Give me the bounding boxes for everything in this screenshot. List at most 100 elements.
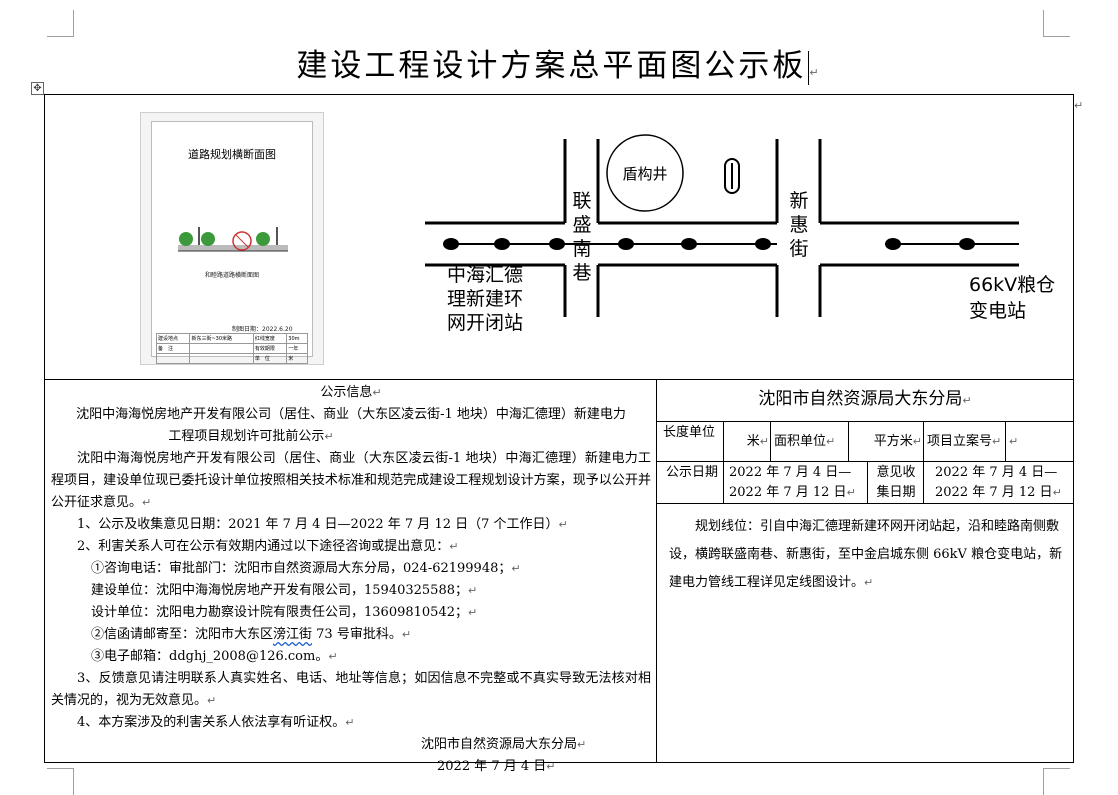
start-station-line: 中海汇德 xyxy=(447,264,523,286)
row-divider xyxy=(657,503,1073,504)
start-station-line: 理新建环 xyxy=(447,288,523,310)
notice-mail-suffix: 73 号审批科。 xyxy=(312,627,402,642)
feedback-date-cell[interactable]: 2022 年 7 月 4 日—2022 年 7 月 12 日↵ xyxy=(935,463,1071,503)
route-map: 盾构井 联 盛 南 巷 新 惠 街 中海汇德 理新建环 网开闭站 66kV粮仓 … xyxy=(425,134,1055,334)
notice-heading: 公示信息 xyxy=(320,385,373,400)
paragraph-mark-icon: ↵ xyxy=(345,716,355,729)
shield-shaft-label: 盾构井 xyxy=(622,165,667,183)
cross-section-info-table: 建设地点 新东三街~30米路 红线宽度 30m 备 注 有效期限 一年 单 位 … xyxy=(155,333,308,364)
table-row: 备 注 有效期限 一年 xyxy=(155,343,308,354)
paragraph-mark-icon: ↵ xyxy=(1052,486,1062,499)
table-move-handle-icon[interactable]: ✥ xyxy=(31,82,44,95)
area-unit-label: 面积单位 xyxy=(774,434,827,449)
row-divider xyxy=(657,461,1073,462)
notice-title-line2: 工程项目规划许可批前公示 xyxy=(168,429,325,444)
table-cell xyxy=(189,343,254,354)
end-station-line: 66kV粮仓 xyxy=(969,274,1055,296)
notice-mail: ②信函请邮寄至：沈阳市大东区滂江街 73 号审批科。 xyxy=(91,627,402,642)
column-divider xyxy=(848,421,849,461)
publicity-date-start: 2022 年 7 月 4 日— xyxy=(729,465,852,480)
table-cell: 有效期限 xyxy=(252,343,288,354)
feedback-date-start: 2022 年 7 月 4 日— xyxy=(935,465,1058,480)
paragraph-mark-icon: ↵ xyxy=(846,486,856,499)
page-title-line[interactable]: 建设工程设计方案总平面图公示板↵ xyxy=(0,40,1118,85)
feedback-date-label-cell[interactable]: 意见收集日期 xyxy=(871,463,921,503)
road-cross-section-drawing xyxy=(178,227,288,252)
project-no-cell[interactable]: ↵ xyxy=(1009,432,1069,452)
column-divider xyxy=(656,379,657,762)
notice-designer: 设计单位：沈阳电力勘察设计院有限责任公司，13609810542； xyxy=(91,605,468,620)
table-cell: 单 位 xyxy=(252,353,288,364)
publicity-date-label-cell[interactable]: 公示日期 xyxy=(663,463,721,483)
column-divider xyxy=(1005,421,1006,461)
org-name: 沈阳市自然资源局大东分局 xyxy=(758,389,963,409)
paragraph-mark-icon: ↵ xyxy=(577,738,587,751)
street2-char: 新 xyxy=(789,190,808,212)
table-row: 建设地点 新东三街~30米路 红线宽度 30m xyxy=(155,333,308,344)
street1-char: 盛 xyxy=(572,214,591,236)
table-cell: 红线宽度 xyxy=(252,333,288,344)
column-divider xyxy=(867,461,868,503)
project-no-label: 项目立案号 xyxy=(927,434,993,449)
length-unit-value: 米 xyxy=(746,434,760,449)
table-cell xyxy=(189,353,254,364)
paragraph-mark-icon: ↵ xyxy=(546,760,556,773)
row-divider xyxy=(45,379,1073,380)
notice-builder: 建设单位：沈阳中海海悦房地产开发有限公司，15940325588； xyxy=(91,583,468,598)
paragraph-mark-icon: ↵ xyxy=(1009,435,1019,448)
street1-char: 联 xyxy=(572,190,591,212)
length-unit-label-cell[interactable]: 长度单位 xyxy=(663,423,721,443)
end-station-label: 66kV粮仓 变电站 xyxy=(969,274,1055,322)
street2-char: 街 xyxy=(789,238,808,260)
notice-title-line1: 沈阳中海海悦房地产开发有限公司（居住、商业（大东区凌云街-1 地块）中海汇德理）… xyxy=(76,407,626,422)
cross-section-date: 制图日期：2022.6.20 xyxy=(232,326,293,333)
notice-item-1: 1、公示及收集意见日期：2021 年 7 月 4 日—2022 年 7 月 12… xyxy=(77,517,559,532)
feedback-date-label: 意见收集日期 xyxy=(876,465,916,500)
paragraph-mark-icon: ↵ xyxy=(328,650,338,663)
street2-label: 新 惠 街 xyxy=(789,190,808,260)
route-description-cell[interactable]: 规划线位：引自中海汇德理新建环网开闭站起，沿和睦路南侧敷设，横跨联盛南巷、新惠街… xyxy=(669,513,1069,597)
start-station-label: 中海汇德 理新建环 网开闭站 xyxy=(447,264,523,334)
notice-item-3: 3、反馈意见请注明联系人真实姓名、电话、地址等信息；如因信息不完整或不真实导致无… xyxy=(51,671,651,708)
start-station-line: 网开闭站 xyxy=(447,312,523,334)
cross-section-sheet: 道路规划横断面图 和睦路道路横断面图 制图日期：2022.6.20 建设地点 新… xyxy=(151,121,313,364)
street1-char: 南 xyxy=(572,238,591,260)
table-cell: 30m xyxy=(286,333,308,344)
publicity-date-cell[interactable]: 2022 年 7 月 4 日—2022 年 7 月 12 日↵ xyxy=(729,463,865,503)
paragraph-mark-icon: ↵ xyxy=(207,694,217,707)
text-cursor xyxy=(808,50,810,85)
org-title[interactable]: 沈阳市自然资源局大东分局↵ xyxy=(657,382,1073,418)
table-cell: 米 xyxy=(286,353,308,364)
paragraph-mark-icon: ↵ xyxy=(511,562,521,575)
paragraph-mark-icon: ↵ xyxy=(401,628,412,641)
table-cell: 备 注 xyxy=(155,343,191,354)
area-unit-label-cell[interactable]: 面积单位↵ xyxy=(774,432,846,452)
table-row: 单 位 米 xyxy=(155,353,308,364)
page-corner-mark xyxy=(1043,10,1070,37)
paragraph-mark-icon: ↵ xyxy=(809,66,822,79)
page-corner-mark xyxy=(47,10,74,37)
length-unit-cell[interactable]: 米↵ xyxy=(725,432,769,452)
cross-section-caption: 和睦路道路横断面图 xyxy=(204,272,259,279)
notice-item-2: 2、利害关系人可在公示有效期内通过以下途径咨询或提出意见： xyxy=(77,539,450,554)
column-divider xyxy=(923,421,924,503)
notice-consult-phone: ①咨询电话：审批部门：沈阳市自然资源局大东分局，024-62199948； xyxy=(91,561,512,576)
street1-char: 巷 xyxy=(572,262,591,284)
table-cell xyxy=(155,353,191,364)
project-no-label-cell[interactable]: 项目立案号↵ xyxy=(927,432,1003,452)
notice-paragraph: 沈阳中海海悦房地产开发有限公司（居住、商业（大东区凌云街-1 地块）中海汇德理）… xyxy=(51,451,651,510)
notice-text-cell[interactable]: 公示信息 ↵ 沈阳中海海悦房地产开发有限公司（居住、商业（大东区凌云街-1 地块）… xyxy=(51,382,651,778)
notice-mail-prefix: ②信函请邮寄至：沈阳市大东区 xyxy=(91,627,274,642)
notice-board-table[interactable]: 道路规划横断面图 和睦路道路横断面图 制图日期：2022.6.20 建设地点 新… xyxy=(44,94,1083,774)
paragraph-mark-icon: ↵ xyxy=(826,435,836,448)
paragraph-mark-icon: ↵ xyxy=(759,435,769,448)
table-cell: 新东三街~30米路 xyxy=(189,333,254,344)
column-divider xyxy=(723,421,724,503)
area-unit-cell[interactable]: 平方米↵ xyxy=(850,432,922,452)
column-divider xyxy=(770,421,771,461)
table-cell: 一年 xyxy=(286,343,308,354)
route-description: 规划线位：引自中海汇德理新建环网开闭站起，沿和睦路南侧敷设，横跨联盛南巷、新惠街… xyxy=(669,519,1063,590)
paragraph-mark-icon: ↵ xyxy=(992,435,1002,448)
page-title: 建设工程设计方案总平面图公示板 xyxy=(296,48,807,84)
cell-end-mark-icon: ↵ xyxy=(1074,99,1084,112)
